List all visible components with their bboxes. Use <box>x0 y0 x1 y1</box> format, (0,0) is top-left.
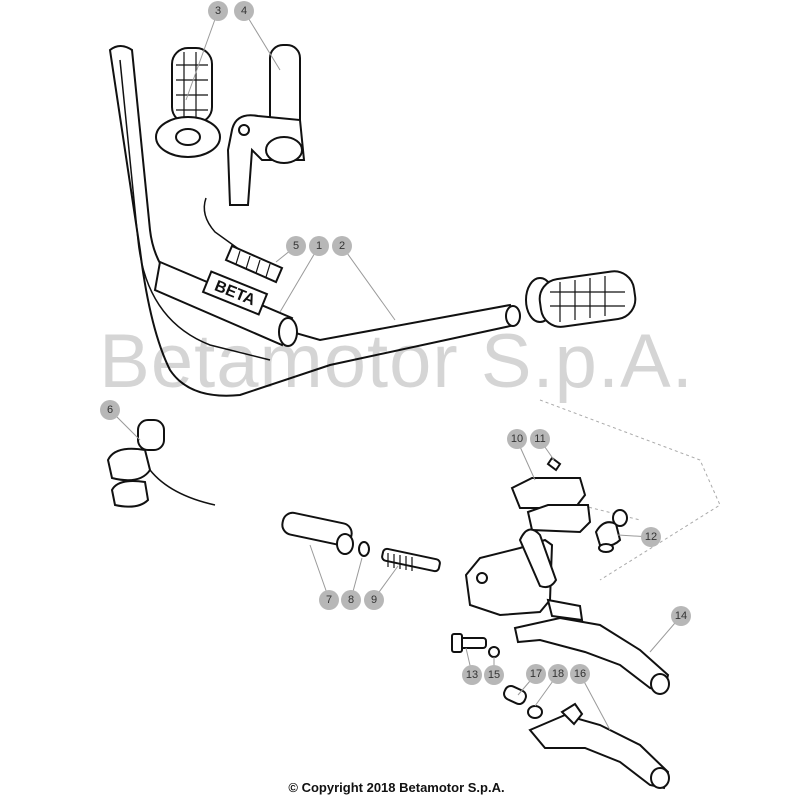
throttle-housing-bore <box>265 136 303 164</box>
svg-text:17: 17 <box>530 668 542 680</box>
handlebar <box>108 45 517 397</box>
callout-15: 15 <box>484 665 504 685</box>
handlebar-contour <box>119 59 271 361</box>
hot-start-tube-collar <box>336 533 354 555</box>
handlebar-end <box>505 305 521 327</box>
svg-text:10: 10 <box>511 433 523 445</box>
spring-coils <box>387 553 413 571</box>
callout-16: 16 <box>570 664 590 684</box>
svg-text:9: 9 <box>371 594 377 606</box>
callout-10: 10 <box>507 429 527 449</box>
left-grip-flange-hole <box>175 128 201 146</box>
right-grip <box>538 270 637 328</box>
svg-text:14: 14 <box>675 610 687 622</box>
left-grip-pattern <box>176 52 208 120</box>
svg-text:8: 8 <box>348 594 354 606</box>
callout-13: 13 <box>462 665 482 685</box>
svg-text:2: 2 <box>339 240 345 252</box>
reservoir-ring <box>612 509 628 527</box>
spring-rod <box>381 547 441 573</box>
reservoir-oring <box>598 543 614 553</box>
washer <box>358 541 370 557</box>
svg-text:11: 11 <box>534 433 545 445</box>
svg-text:4: 4 <box>241 5 247 17</box>
right-grip-pattern <box>550 276 625 322</box>
callout-4: 4 <box>234 1 254 21</box>
callout-1: 1 <box>309 236 329 256</box>
svg-text:16: 16 <box>574 668 586 680</box>
pivot-bolt-head <box>451 633 463 653</box>
kill-switch-cable <box>149 469 216 506</box>
reservoir-gasket <box>526 504 592 534</box>
callout-6: 6 <box>100 400 120 420</box>
callout-8: 8 <box>341 590 361 610</box>
svg-text:6: 6 <box>107 404 113 416</box>
pivot-nut <box>488 646 500 658</box>
svg-text:5: 5 <box>293 240 299 252</box>
assembly-guide <box>539 399 721 581</box>
throttle-cable <box>203 197 241 251</box>
lever-washer <box>527 705 543 719</box>
callout-12: 12 <box>641 527 661 547</box>
reservoir-cover <box>510 477 587 509</box>
clutch-lever-tip <box>650 767 670 789</box>
copyright-notice: © Copyright 2018 Betamotor S.p.A. <box>288 780 505 795</box>
handlebar-pad-end <box>278 317 298 347</box>
kill-switch-clamp <box>106 447 152 482</box>
callout-9: 9 <box>364 590 384 610</box>
handlebar-logo-box <box>201 270 269 316</box>
callout-3: 3 <box>208 1 228 21</box>
brake-lever-tip <box>650 673 670 695</box>
master-cylinder-clamp <box>518 528 558 589</box>
svg-text:3: 3 <box>215 5 221 17</box>
clutch-lever-pivot <box>560 702 584 726</box>
svg-text:13: 13 <box>466 669 478 681</box>
master-cylinder-fitting <box>546 598 584 622</box>
kill-switch-clamp-lower <box>110 480 150 508</box>
callout-2: 2 <box>332 236 352 256</box>
callout-18: 18 <box>548 664 568 684</box>
svg-text:7: 7 <box>326 594 332 606</box>
throttle-cable-sleeve <box>224 244 284 284</box>
clutch-lever <box>528 713 670 790</box>
callout-7: 7 <box>319 590 339 610</box>
left-grip <box>171 47 213 124</box>
master-cylinder-bolt <box>476 572 488 584</box>
kill-switch-body <box>137 419 165 451</box>
svg-text:18: 18 <box>552 668 564 680</box>
svg-text:1: 1 <box>316 240 322 252</box>
throttle-screw <box>238 124 250 136</box>
callout-17: 17 <box>526 664 546 684</box>
callout-14: 14 <box>671 606 691 626</box>
lever-bushing <box>503 684 527 706</box>
svg-text:15: 15 <box>488 669 500 681</box>
svg-text:12: 12 <box>645 531 657 543</box>
cover-screw <box>546 456 562 472</box>
callout-5: 5 <box>286 236 306 256</box>
callout-11: 11 <box>530 429 550 449</box>
throttle-cable-sleeve-pattern <box>235 250 271 278</box>
